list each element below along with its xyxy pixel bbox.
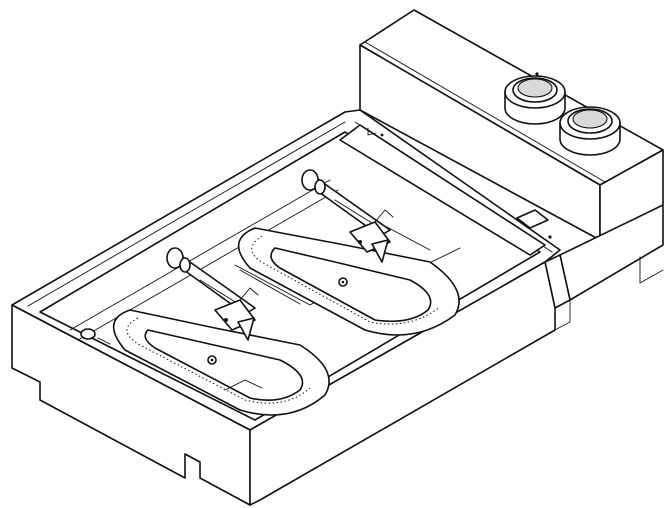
burner-rear-valve xyxy=(349,209,394,263)
control-knob-left xyxy=(504,72,566,125)
burner-front-valve xyxy=(214,287,259,341)
burner-rear-u xyxy=(237,227,460,336)
drain-hole xyxy=(80,328,111,345)
burner-front-u xyxy=(112,309,330,416)
burner-front-tube xyxy=(166,247,256,315)
rear-baffle xyxy=(339,124,552,256)
burner-rear-tube xyxy=(301,169,391,237)
control-knob-right xyxy=(559,106,621,156)
